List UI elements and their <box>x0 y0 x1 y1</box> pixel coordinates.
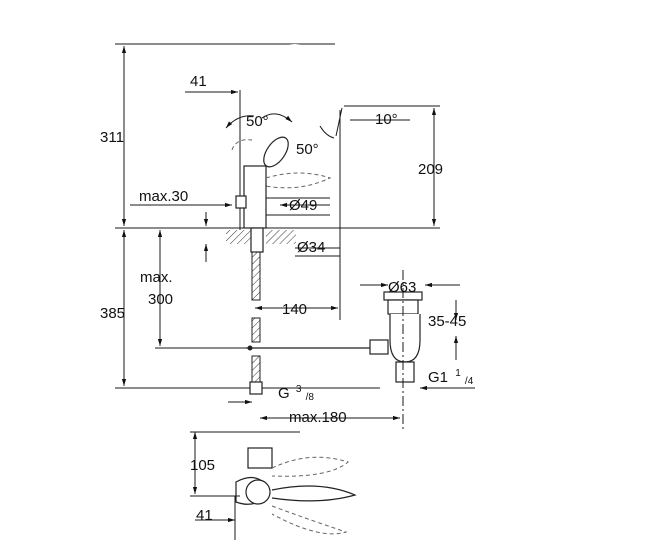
label-311: 311 <box>100 129 124 146</box>
label-g1-main: G1 <box>428 369 448 386</box>
label-g38-sup: 3 <box>296 384 302 395</box>
faucet-top-view <box>190 431 357 540</box>
label-g38: G 3 /8 <box>278 379 314 403</box>
label-g1-sup: 1 <box>455 368 461 379</box>
label-max180: max.180 <box>289 409 347 426</box>
label-140: 140 <box>282 301 307 318</box>
label-max: max. <box>140 269 173 286</box>
label-35-45: 35-45 <box>428 313 466 330</box>
label-10: 10° <box>375 111 398 128</box>
label-50-b: 50° <box>296 141 319 158</box>
label-385: 385 <box>100 305 125 322</box>
label-209: 209 <box>418 161 443 178</box>
label-g1: G1 1 /4 <box>428 363 474 387</box>
label-d49: Ø49 <box>289 197 317 214</box>
label-g1-sub: /4 <box>465 376 474 387</box>
popup-waste <box>369 270 423 430</box>
label-41-bottom: 41 <box>196 507 213 524</box>
label-g38-main: G <box>278 385 290 402</box>
label-d34: Ø34 <box>297 239 325 256</box>
label-300: 300 <box>148 291 173 308</box>
extension-lines <box>115 43 440 389</box>
label-d63: Ø63 <box>388 279 416 296</box>
faucet-side-view <box>225 43 376 395</box>
label-41-top: 41 <box>190 73 207 90</box>
horizontal-dimensions <box>130 89 475 523</box>
label-50-a: 50° <box>246 113 269 130</box>
dimension-labels: 311 41 50° 50° 10° 209 max.30 Ø49 Ø34 ma… <box>100 73 474 524</box>
label-105: 105 <box>190 457 215 474</box>
vertical-dimensions <box>121 46 459 494</box>
label-max30: max.30 <box>139 188 188 205</box>
label-g38-sub: /8 <box>306 392 315 403</box>
